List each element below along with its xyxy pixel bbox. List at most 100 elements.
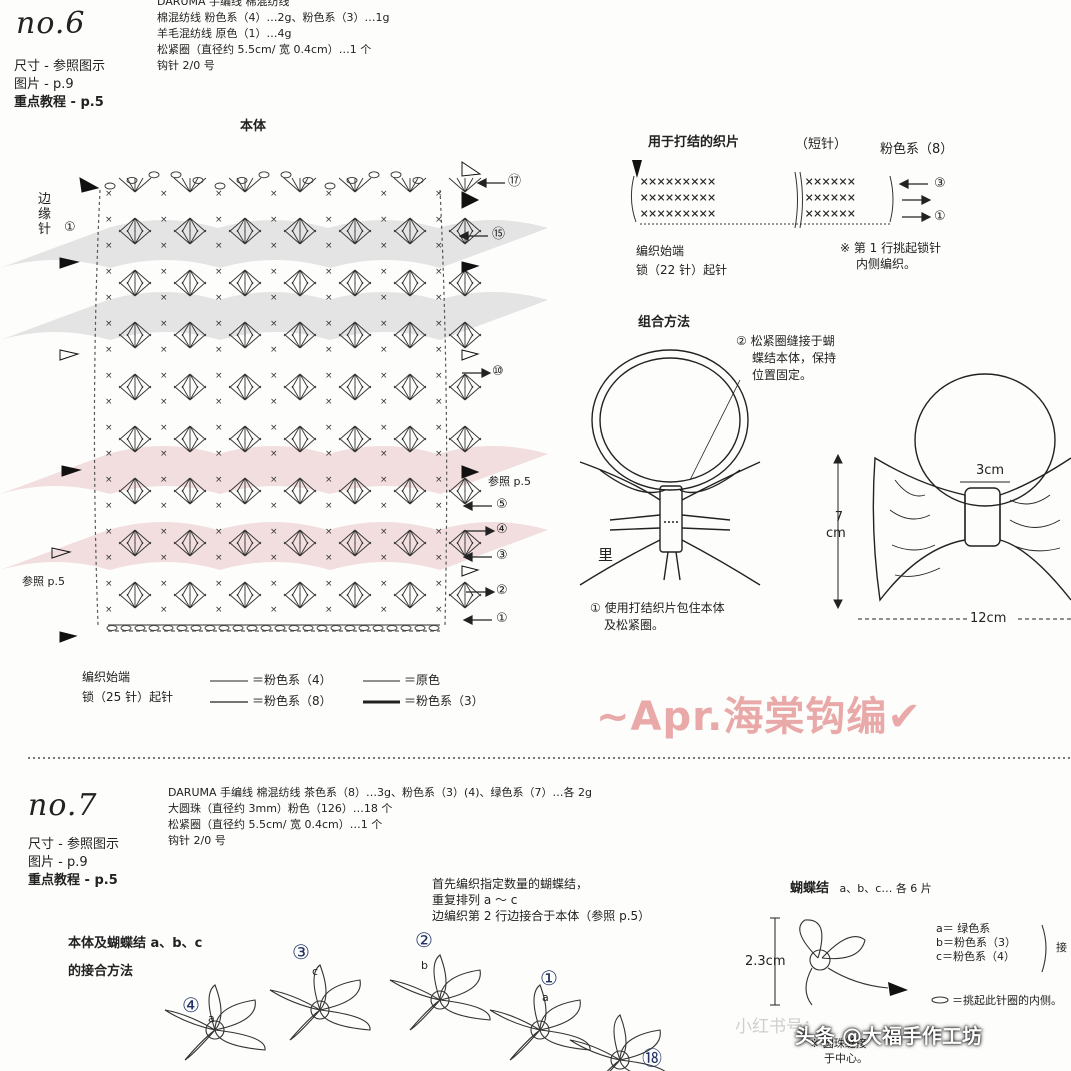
single-crochet-mark: × (105, 527, 113, 537)
no7-material-line: 大圆珠（直径约 3mm）粉色（126）…18 个 (168, 802, 393, 815)
fan-stitch (393, 385, 427, 401)
fan-stitch (338, 437, 372, 453)
single-crochet-mark: × (325, 215, 333, 225)
bead-note-line: 于中心。 (824, 1052, 868, 1065)
fan-stitch (448, 593, 482, 609)
tie-start-line: 编织始端 (636, 244, 685, 258)
single-crochet-mark: × (380, 527, 388, 537)
bow-petal (214, 1029, 266, 1051)
fan-stitch (393, 541, 427, 557)
join-title-line: 本体及蝴蝶结 a、b、c (68, 936, 203, 951)
fan-stitch (283, 229, 317, 245)
single-crochet-mark: × (380, 449, 388, 459)
foundation-chain (190, 625, 202, 631)
no6-size: 尺寸 - 参照图示 (14, 59, 105, 74)
bow-pickup-note: ＝挑起此针圈的内侧。 (952, 994, 1062, 1007)
fan-stitch (448, 281, 482, 297)
single-crochet-mark: × (325, 423, 333, 433)
no7-materials: DARUMA 手编线 棉混纺线 茶色系（8）…3g、粉色系（3）(4)、绿色系（… (168, 785, 592, 849)
single-crochet-mark: × (160, 345, 168, 355)
single-crochet-mark: × (325, 267, 333, 277)
fan-stitch (228, 229, 262, 245)
fan-stitch (118, 425, 152, 441)
single-crochet-mark: × (105, 423, 113, 433)
single-crochet-mark: × (160, 189, 168, 199)
single-crochet-mark: × (325, 527, 333, 537)
assembly-step1: ① 使用打结织片包住本体 及松紧圈。 (590, 600, 725, 634)
single-crochet-mark: × (325, 397, 333, 407)
foundation-chain (400, 625, 412, 631)
start-note-line: 锁（25 针）起针 (82, 690, 174, 704)
fan-stitch (338, 385, 372, 401)
single-crochet-mark: × (105, 189, 113, 199)
fan-stitch (448, 425, 482, 441)
single-crochet-mark: × (105, 449, 113, 459)
color-band (0, 220, 548, 268)
fan-stitch (283, 593, 317, 609)
fan-stitch (283, 217, 317, 233)
chain-stitch (280, 171, 292, 179)
bow-petal (164, 1009, 216, 1031)
svg-text:×××××××××: ××××××××× (640, 206, 716, 222)
single-crochet-mark: × (435, 215, 443, 225)
fan-stitch (393, 217, 427, 233)
fan-stitch (228, 541, 262, 557)
bow-legend-line: a＝ 绿色系 (936, 922, 991, 935)
single-crochet-mark: × (215, 293, 223, 303)
single-crochet-mark: × (325, 241, 333, 251)
single-crochet-mark: × (380, 397, 388, 407)
bow-petal (439, 999, 491, 1021)
svg-text:×××××××××: ××××××××× (640, 190, 716, 206)
fan-stitch (228, 281, 262, 297)
fan-stitch (393, 593, 427, 609)
bow-petal (409, 999, 441, 1031)
fan-stitch (173, 217, 207, 233)
foundation-chain (246, 625, 258, 631)
fan-stitch (393, 489, 427, 505)
fan-stitch (338, 477, 372, 493)
fan-stitch (228, 477, 262, 493)
bow-width-12cm: 12cm (970, 611, 1007, 626)
bow-letter: c (312, 965, 319, 978)
bow-petal (539, 999, 581, 1031)
fan-stitch (448, 529, 482, 545)
no6-tutorial-page: 重点教程 - p.5 (14, 95, 104, 110)
fan-stitch (228, 269, 262, 285)
single-crochet-mark: × (380, 345, 388, 355)
bow-center-bead (430, 990, 450, 1010)
fan-stitch (448, 385, 482, 401)
no6-material-line: DARUMA 手编线 棉混纺线 (157, 0, 290, 8)
bow-center-bead (205, 1020, 225, 1040)
fan-stitch (448, 477, 482, 493)
fan-stitch (338, 593, 372, 609)
fan-stitch (393, 477, 427, 493)
single-crochet-mark: × (435, 371, 443, 381)
fan-stitch (173, 581, 207, 597)
edge-stitch-label: 边 缘 针 (38, 192, 52, 237)
single-crochet-mark: × (380, 423, 388, 433)
chain-stitch (324, 182, 336, 190)
tie-color: 粉色系（8） (880, 142, 954, 157)
single-crochet-mark: × (270, 475, 278, 485)
single-crochet-mark: × (270, 423, 278, 433)
tie-strip-chart: ××××××××× ××××××××× ××××××××× ×××××× ×××… (640, 174, 856, 222)
assembly-step1-line: 及松紧圈。 (604, 618, 665, 632)
fan-stitch (173, 229, 207, 245)
fan-stitch (338, 489, 372, 505)
single-crochet-mark: × (325, 501, 333, 511)
bow-title: 蝴蝶结 (790, 881, 830, 896)
bow-number: ③ (292, 940, 310, 964)
no6-materials: DARUMA 手编线 棉混纺线 棉混纺线 粉色系（4）…2g、粉色系（3）…1g… (157, 0, 389, 74)
single-crochet-mark: × (270, 553, 278, 563)
fan-stitch (228, 581, 262, 597)
single-crochet-mark: × (160, 293, 168, 303)
bow-number: ② (415, 928, 433, 952)
fan-stitch (338, 541, 372, 557)
body-label: 本体 (240, 119, 267, 134)
single-crochet-mark: × (105, 553, 113, 563)
fan-stitch (118, 593, 152, 609)
tie-stitch: （短针） (795, 137, 848, 152)
fan-stitch (283, 581, 317, 597)
single-crochet-mark: × (325, 189, 333, 199)
bow-label-1: ① a (540, 966, 558, 1004)
